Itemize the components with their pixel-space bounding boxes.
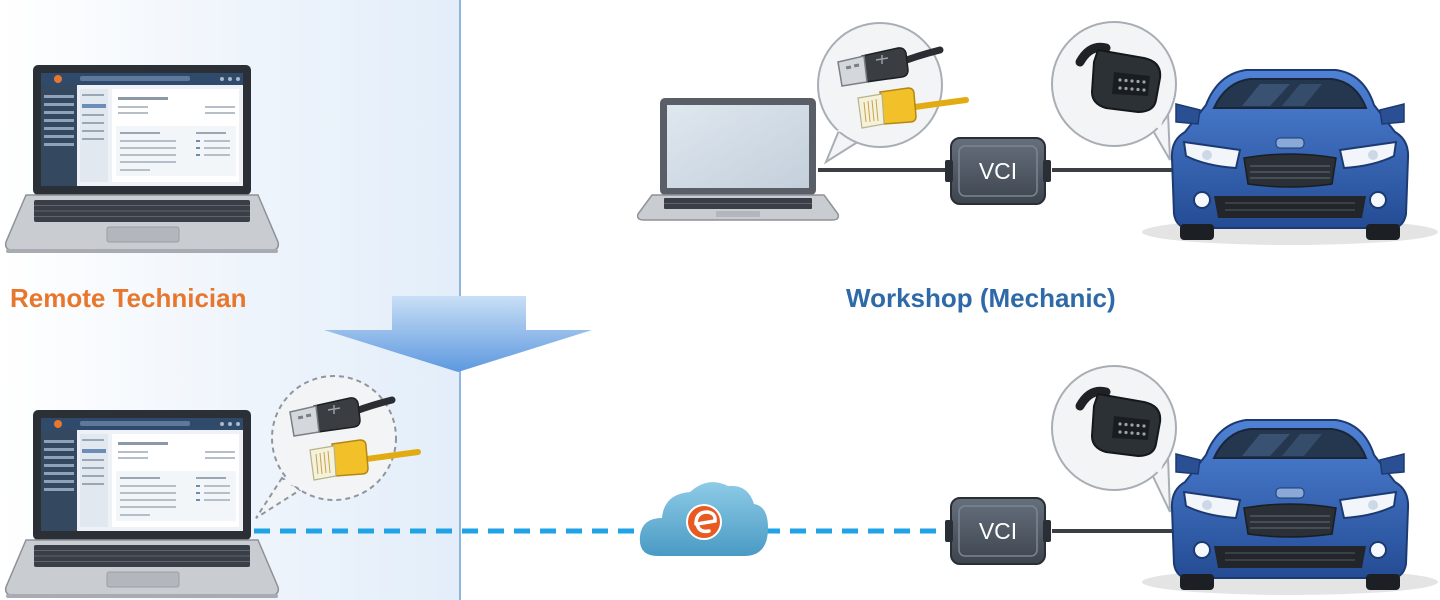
down-arrow-icon <box>324 296 592 372</box>
callout-obd-top <box>1051 21 1177 161</box>
vci-box-icon-top: VCI <box>944 137 1052 205</box>
laptop-icon-workshop <box>636 98 840 221</box>
vci-box-icon-bottom: VCI <box>944 497 1052 565</box>
laptop-icon-remote-bottom <box>4 409 280 599</box>
remote-technician-title: Remote Technician <box>10 283 247 313</box>
vci-label-top: VCI <box>979 158 1017 184</box>
workshop-mechanic-title: Workshop (Mechanic) <box>846 283 1116 313</box>
car-icon-bottom <box>1141 419 1439 596</box>
callout-usb-ethernet-top <box>817 22 966 165</box>
car-icon-top <box>1141 69 1439 246</box>
vci-label-bottom: VCI <box>979 518 1017 544</box>
callout-usb-ethernet-remote <box>255 375 418 519</box>
cloud-icon <box>639 482 768 556</box>
laptop-icon-remote-top <box>4 64 280 254</box>
callout-obd-bottom <box>1051 365 1177 513</box>
